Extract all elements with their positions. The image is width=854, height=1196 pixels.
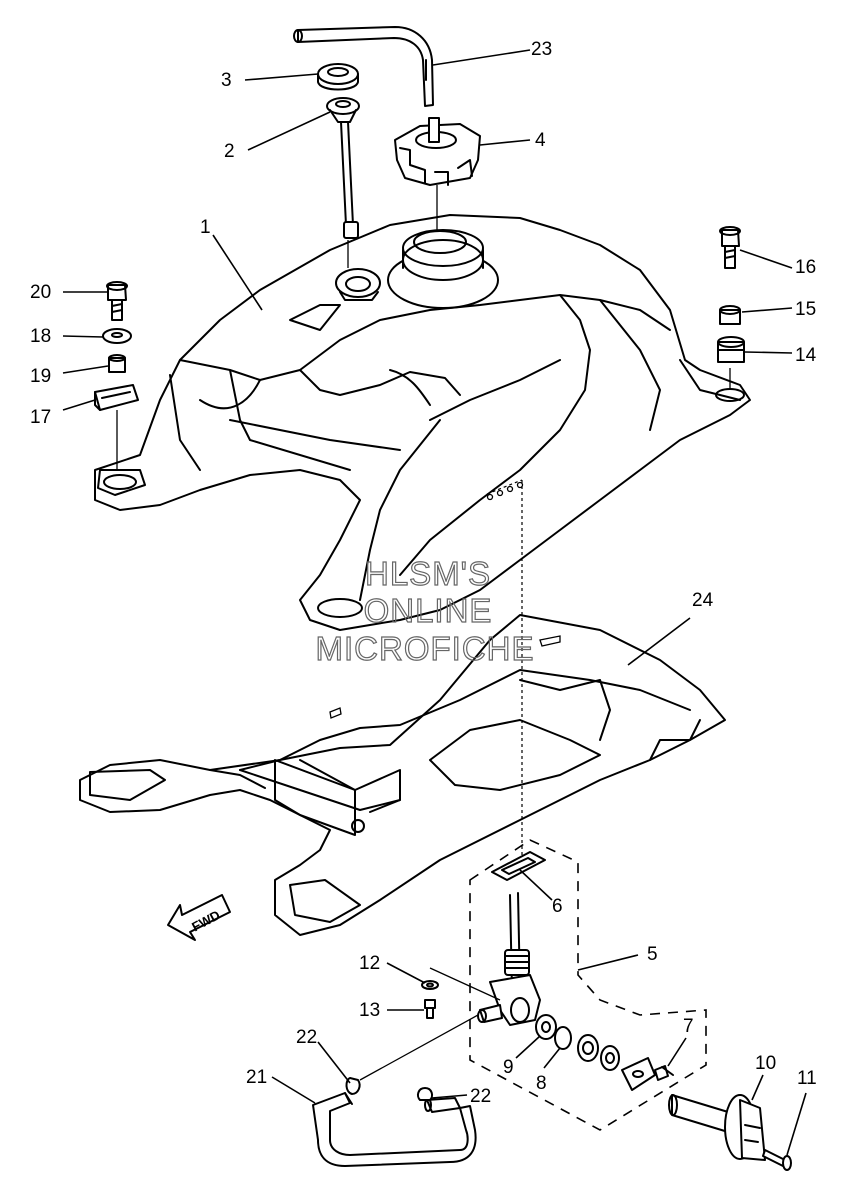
callout-3: 3 <box>221 70 232 91</box>
tank-cover-drawing <box>79 614 726 936</box>
watermark-line-2: ONLINE <box>364 592 493 629</box>
callout-2: 2 <box>224 141 235 162</box>
callout-17: 17 <box>30 407 51 428</box>
callout-14: 14 <box>795 345 817 366</box>
callout-8: 8 <box>536 1073 547 1094</box>
callout-15: 15 <box>795 299 816 320</box>
callout-18: 18 <box>30 326 51 347</box>
fuel-gauge-sender-drawing <box>326 97 360 239</box>
fuel-cock-assembly-drawing <box>469 839 707 1131</box>
callout-12: 12 <box>359 953 380 974</box>
callout-1: 1 <box>200 217 211 238</box>
callout-labels: 1 2 3 4 5 6 7 8 9 10 11 12 13 14 15 16 1… <box>30 39 817 1107</box>
screw-drawing <box>762 1149 792 1171</box>
callout-13: 13 <box>359 1000 380 1021</box>
right-mount-parts-drawing <box>717 226 745 363</box>
grommet-drawing <box>317 63 359 91</box>
watermark: HLSM'S ONLINE MICROFICHE <box>315 554 535 667</box>
callout-19: 19 <box>30 366 51 387</box>
fuel-tank-drawing <box>94 214 751 631</box>
fuel-cap-drawing <box>394 117 481 186</box>
callout-10: 10 <box>755 1053 776 1074</box>
callout-9: 9 <box>503 1057 514 1078</box>
leader-lines <box>62 49 807 1156</box>
callout-22-lower: 22 <box>470 1086 491 1107</box>
watermark-line-1: HLSM'S <box>365 555 491 592</box>
callout-6: 6 <box>552 896 563 917</box>
callout-21: 21 <box>246 1067 267 1088</box>
callout-23: 23 <box>531 39 552 60</box>
callout-11: 11 <box>797 1068 817 1089</box>
fuel-cock-lever-drawing <box>668 1094 766 1161</box>
washer-bolt-drawing <box>421 967 501 1019</box>
breather-hose-drawing <box>293 26 434 107</box>
callout-4: 4 <box>535 130 546 151</box>
callout-7: 7 <box>683 1016 694 1037</box>
forward-arrow: FWD <box>167 894 231 941</box>
callout-16: 16 <box>795 257 816 278</box>
watermark-line-3: MICROFICHE <box>316 630 535 667</box>
fuel-hose-drawing <box>312 1014 479 1167</box>
callout-22-upper: 22 <box>296 1027 317 1048</box>
callout-20: 20 <box>30 282 51 303</box>
left-mount-parts-drawing <box>94 281 139 411</box>
callout-24: 24 <box>692 590 714 611</box>
callout-5: 5 <box>647 944 658 965</box>
